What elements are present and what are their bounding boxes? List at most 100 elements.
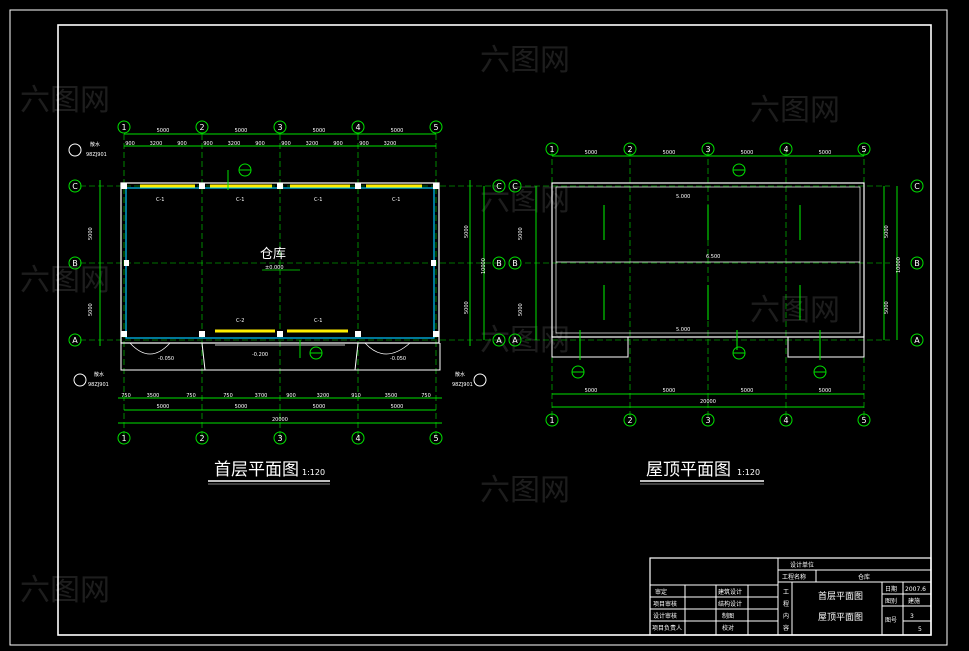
dimension-text: 900 [125, 141, 135, 147]
side-dimension: 5000 [464, 301, 470, 314]
axis-bubble: A [508, 333, 522, 347]
date-label: 日期 [885, 585, 897, 593]
row-label: 建筑设计 [718, 588, 742, 596]
dimension-text: 5000 [235, 404, 248, 410]
axis-bubble: A [492, 333, 506, 347]
dimension-text: 900 [177, 141, 187, 147]
axis-bubble: B [492, 256, 506, 270]
watermark-text: 六图网 [480, 183, 570, 218]
axis-bubble: 5 [857, 142, 871, 156]
row-label: 制图 [722, 612, 734, 620]
axis-label: 2 [627, 145, 632, 154]
watermark-text: 六图网 [20, 573, 110, 608]
axis-bubble: 3 [273, 431, 287, 445]
designer-label: 设计单位 [790, 561, 814, 569]
axis-bubble: C [508, 179, 522, 193]
dimension-text: 3200 [150, 141, 163, 147]
dimension-text: 750 [421, 393, 431, 399]
axis-bubble: 5 [857, 413, 871, 427]
watermark-text: 六图网 [480, 473, 570, 508]
axis-bubble: 5 [429, 431, 443, 445]
date-value: 2007.6 [905, 586, 926, 593]
row-label: 项目审核 [653, 600, 677, 608]
floor-elevation: ±0.000 [265, 265, 284, 271]
ramp-elevation: -0.200 [252, 352, 268, 358]
content-col: 程 [783, 600, 789, 608]
watermark-text: 六图网 [20, 263, 110, 298]
axis-bubble: B [68, 256, 82, 270]
axis-bubble: 4 [779, 142, 793, 156]
detail-bubble [73, 373, 87, 387]
axis-bubble: C [492, 179, 506, 193]
axis-label: 3 [705, 416, 710, 425]
side-dimension: 5000 [88, 227, 94, 240]
row-label: 设计审核 [653, 612, 677, 620]
room-label: 仓库 [260, 246, 286, 262]
roof-side-total: 10000 [896, 257, 902, 273]
roof-plan-title: 屋顶平面图 [646, 460, 731, 480]
axis-label: A [914, 336, 920, 345]
axis-bubble: 3 [273, 120, 287, 134]
drawing-name: 屋顶平面图 [818, 612, 863, 623]
content-col: 工 [783, 589, 789, 596]
detail-note-ref: 98ZJ901 [88, 382, 109, 388]
ground-plan-scale: 1:120 [302, 468, 325, 477]
dimension-text: 3200 [228, 141, 241, 147]
dimension-text: 900 [281, 141, 291, 147]
title-block: 设计单位 工程名称 仓库 审定 项目审核 设计审核 项目负责人 建筑设计 结构设… [649, 557, 932, 636]
roof-plan: 5.000 6.500 5.000 20000 5000 5000 5000 5… [518, 150, 902, 485]
detail-bubble [473, 373, 487, 387]
axis-label: 2 [199, 434, 204, 443]
axis-label: 3 [277, 434, 282, 443]
row-label: 校对 [722, 624, 734, 632]
dimension-text: 5000 [391, 128, 404, 134]
project-label: 工程名称 [782, 573, 806, 581]
sheet-total: 5 [918, 626, 922, 633]
axis-label: A [496, 336, 502, 345]
axis-bubble: C [910, 179, 924, 193]
eave-elevation: 5.000 [676, 194, 690, 200]
axis-label: 1 [121, 123, 126, 132]
axis-label: 4 [355, 434, 360, 443]
roof-side-dimension: 5000 [518, 227, 524, 240]
axis-label: A [512, 336, 518, 345]
detail-note-ref: 98ZJ901 [86, 152, 107, 158]
ground-plan: 仓库 ±0.000 C-1 C-1 C-1 C-1 C-2 C-1 -0.050… [68, 133, 500, 485]
dimension-text: 900 [203, 141, 213, 147]
dimension-text: 5000 [741, 388, 754, 394]
axis-label: 5 [433, 123, 438, 132]
axis-bubble: A [910, 333, 924, 347]
content-col: 容 [783, 624, 789, 632]
axis-label: C [496, 182, 502, 191]
ramp-elevation: -0.050 [158, 356, 174, 362]
axis-label: C [72, 182, 78, 191]
watermark-text: 六图网 [480, 43, 570, 78]
watermark-layer: 六图网 六图网 六图网 六图网 六图网 六图网 六图网 六图网 六图网 [20, 43, 840, 608]
dimension-text: 750 [186, 393, 196, 399]
axis-bubble: A [68, 333, 82, 347]
detail-bubble [68, 143, 82, 157]
axis-label: B [512, 259, 518, 268]
ridge-elevation: 6.500 [706, 254, 720, 260]
axis-label: 3 [705, 145, 710, 154]
detail-note-ref: 98ZJ901 [452, 382, 473, 388]
axis-bubble: 4 [351, 431, 365, 445]
axis-label: 5 [861, 416, 866, 425]
dimension-text: 910 [351, 393, 361, 399]
roof-total-dimension: 20000 [700, 399, 716, 405]
axis-bubble: 3 [701, 413, 715, 427]
dimension-text: 3200 [317, 393, 330, 399]
axis-label: B [914, 259, 920, 268]
dimension-text: 5000 [235, 128, 248, 134]
axis-label: C [914, 182, 920, 191]
dimension-text: 5000 [585, 388, 598, 394]
axis-label: B [496, 259, 502, 268]
dimension-text: 5000 [157, 404, 170, 410]
axis-bubble: 2 [623, 142, 637, 156]
dimension-text: 900 [359, 141, 369, 147]
dimension-text: 3700 [255, 393, 268, 399]
dimension-text: 5000 [391, 404, 404, 410]
roof-side-dimension: 5000 [884, 301, 890, 314]
axis-bubble: 2 [623, 413, 637, 427]
axis-label: 2 [199, 123, 204, 132]
